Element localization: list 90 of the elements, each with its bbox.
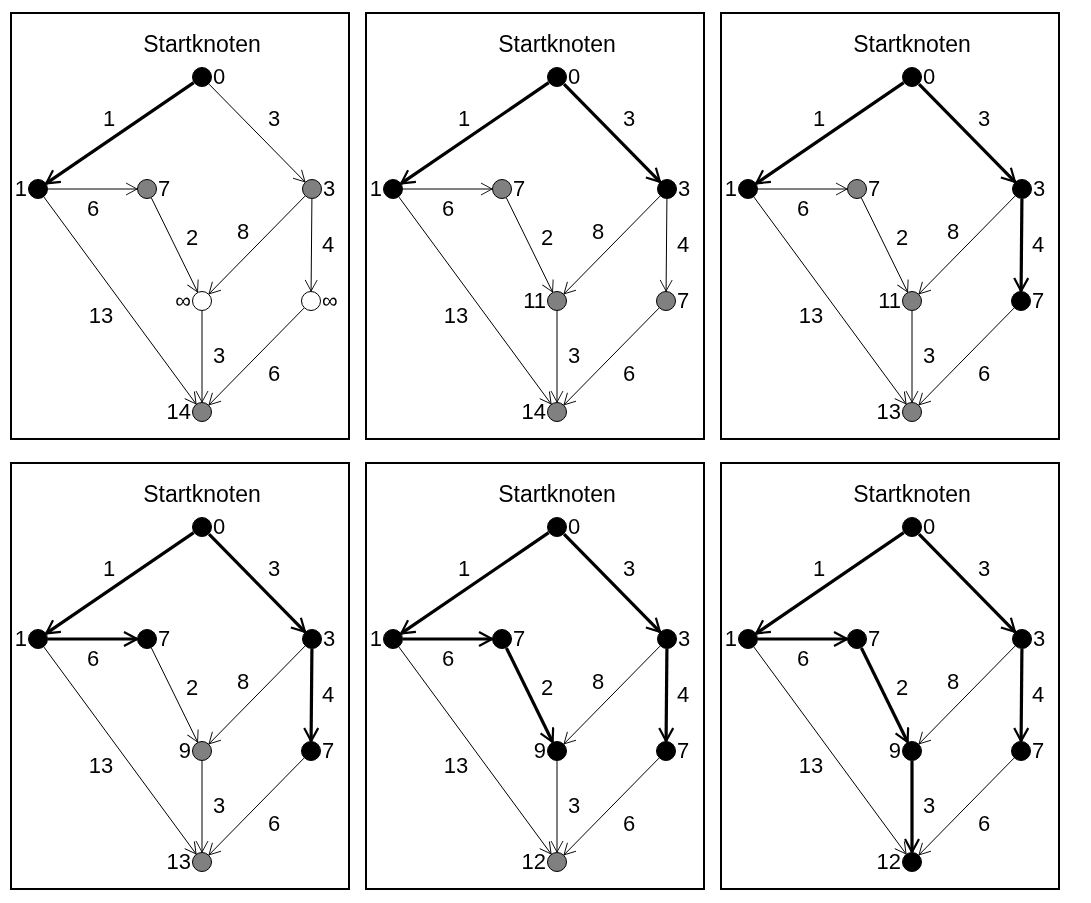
distance-label: 9 [533,739,546,763]
panel [10,462,350,890]
arrow [755,81,905,185]
arrow [208,195,306,295]
distance-label: ∞ [322,289,338,313]
arrow [562,83,662,183]
arrow [505,197,554,293]
arrow [563,757,660,856]
arrow [563,307,660,406]
arrow [303,649,320,743]
heading: Startknoten [142,480,262,508]
distance-label: 0 [213,65,226,89]
arrow [1013,649,1030,743]
distance-label: 0 [213,515,226,539]
arrow [917,83,1017,183]
arrow [1013,199,1030,293]
arrow [48,630,139,648]
distance-label: 7 [1032,289,1045,313]
arrow [45,531,195,635]
distance-label: 7 [513,177,526,201]
distance-label: 7 [677,289,690,313]
distance-label: 11 [878,289,901,313]
arrow [208,307,305,406]
arrow [45,81,195,185]
arrow [758,630,849,648]
heading: Startknoten [497,30,617,58]
distance-label: 7 [868,177,881,201]
arrow [658,649,675,743]
distance-label: 3 [1033,627,1046,651]
distance-label: 11 [523,289,546,313]
distance-label: 0 [923,65,936,89]
distance-label: 7 [158,627,171,651]
heading: Startknoten [142,30,262,58]
distance-label: 3 [323,177,336,201]
distance-label: 0 [568,515,581,539]
panel [365,462,705,890]
distance-label: 14 [521,400,546,424]
distance-label: 7 [158,177,171,201]
arrow [208,757,305,856]
arrow [400,81,550,185]
arrow [918,645,1016,745]
arrow [562,533,662,633]
distance-label: 7 [322,739,335,763]
distance-label: 7 [868,627,881,651]
panel [10,12,350,440]
distance-label: 9 [888,739,901,763]
distance-label: 1 [14,177,27,201]
distance-label: 3 [323,627,336,651]
distance-label: 1 [369,177,382,201]
distance-label: 0 [568,65,581,89]
arrow [403,630,494,648]
arrow [755,531,905,635]
arrow [903,761,921,854]
arrow [400,531,550,635]
arrow [918,757,1015,856]
arrow [150,647,199,743]
distance-label: 13 [876,400,901,424]
arrow [563,195,661,295]
panel [720,462,1060,890]
distance-label: 0 [923,515,936,539]
distance-label: 3 [678,177,691,201]
distance-label: 3 [678,627,691,651]
distance-label: 1 [724,177,737,201]
heading: Startknoten [497,480,617,508]
distance-label: 7 [513,627,526,651]
arrow [918,307,1015,406]
arrow [207,533,307,633]
distance-label: 1 [369,627,382,651]
arrow [208,645,306,745]
distance-label: 1 [14,627,27,651]
arrow [918,195,1016,295]
distance-label: 14 [166,400,191,424]
arrow [917,533,1017,633]
arrow [563,645,661,745]
arrow [150,197,199,293]
distance-label: 7 [677,739,690,763]
panel [720,12,1060,440]
arrow [208,83,306,183]
arrow [860,197,909,293]
distance-label: 7 [1032,739,1045,763]
distance-label: 12 [521,850,546,874]
distance-label: 9 [178,739,191,763]
heading: Startknoten [852,480,972,508]
panel [365,12,705,440]
distance-label: 3 [1033,177,1046,201]
distance-label: ∞ [175,289,191,313]
distance-label: 12 [876,850,901,874]
distance-label: 13 [166,850,191,874]
distance-label: 1 [724,627,737,651]
heading: Startknoten [852,30,972,58]
